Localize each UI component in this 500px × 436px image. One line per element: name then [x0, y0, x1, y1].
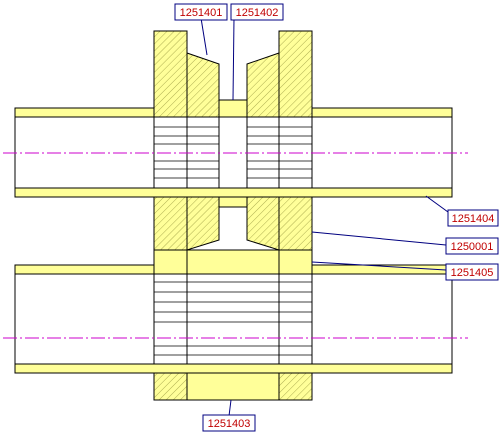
callout-1251405: 1251405 — [445, 263, 499, 281]
callout-1251402: 1251402 — [230, 3, 284, 21]
callout-label-1251401: 1251401 — [180, 7, 223, 19]
callout-1251404: 1251404 — [447, 209, 499, 227]
callout-label-1251403: 1251403 — [208, 418, 251, 430]
callout-label-1251402: 1251402 — [236, 7, 279, 19]
callout-label-1251405: 1251405 — [451, 267, 494, 279]
callout-1251401: 1251401 — [174, 3, 228, 21]
callout-1250001: 1250001 — [445, 237, 499, 255]
callout-1251403: 1251403 — [202, 414, 256, 432]
leader-lines — [200, 17, 449, 417]
callout-label-1250001: 1250001 — [451, 241, 494, 253]
centerlines — [3, 152, 468, 339]
callout-label-1251404: 1251404 — [452, 213, 495, 225]
lower-coupling — [153, 249, 313, 401]
